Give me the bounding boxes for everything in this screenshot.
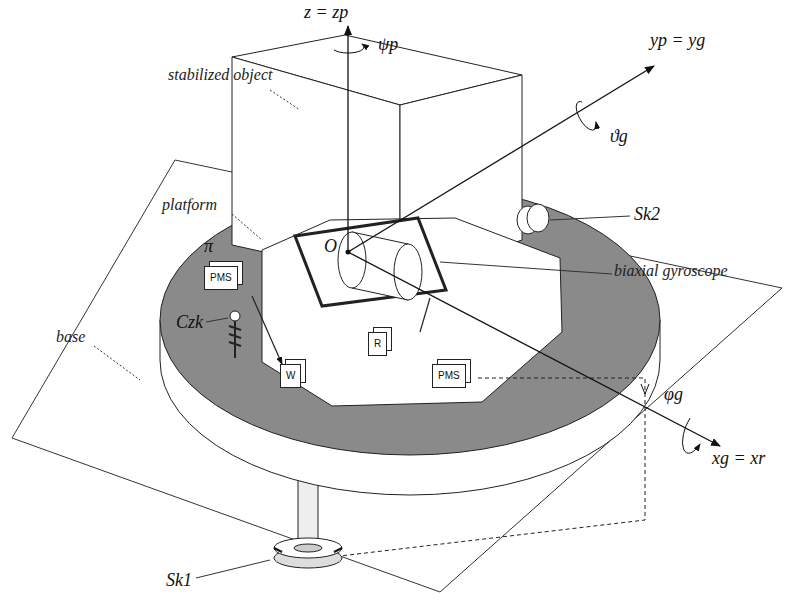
- axis-label: π: [204, 236, 213, 257]
- signal-wire: [252, 296, 282, 364]
- z-axis: [347, 26, 348, 252]
- part-label: stabilized object: [168, 66, 272, 84]
- base-motor: [274, 538, 342, 558]
- axis-label: ψp: [378, 34, 398, 55]
- axis-label: xg = xr: [712, 448, 765, 469]
- x-axis: [348, 252, 720, 446]
- leader-line: [550, 216, 630, 220]
- component-label: R: [369, 333, 386, 355]
- leader-line: [440, 262, 612, 274]
- leader-line: [94, 346, 140, 380]
- origin-point: [346, 250, 351, 255]
- gyro-rotor: [338, 232, 366, 288]
- component-label: PMS: [205, 267, 237, 289]
- leader-line: [206, 318, 228, 322]
- component-box: W: [280, 364, 301, 388]
- rotation-arrow: [334, 44, 364, 53]
- leader-line: [270, 90, 300, 110]
- control-arrow: [641, 384, 649, 394]
- part-label: base: [56, 328, 85, 346]
- spring: [229, 318, 241, 358]
- gyro-motor: [527, 204, 549, 232]
- component-box: R: [368, 332, 387, 356]
- pedestal: [298, 480, 318, 542]
- rotation-mark: [274, 548, 342, 552]
- axis-label: Sk2: [634, 204, 660, 225]
- leader-line: [232, 214, 262, 240]
- gyro-frame: [295, 218, 446, 306]
- component-box: PMS: [204, 266, 238, 290]
- axis-label: yp = yg: [650, 30, 705, 51]
- leader-line: [196, 560, 270, 578]
- axis-label: z = zp: [304, 2, 348, 23]
- control-line: [340, 378, 645, 556]
- rotation-arrow: [576, 102, 596, 131]
- gyro-rotor: [394, 244, 422, 300]
- component-label: W: [281, 365, 300, 387]
- component-box: PMS: [432, 364, 466, 388]
- base-motor: [294, 544, 322, 552]
- axis-label: Czk: [176, 312, 203, 333]
- part-label: biaxial gyroscope: [614, 262, 728, 280]
- component-label: PMS: [433, 365, 465, 387]
- base-plane: [12, 160, 782, 592]
- axis-label: Sk1: [166, 570, 192, 591]
- axis-label: O: [324, 236, 337, 257]
- part-label: platform: [162, 196, 217, 214]
- axis-label: φg: [664, 384, 683, 405]
- spring: [230, 311, 240, 321]
- signal-wire: [420, 298, 430, 332]
- y-axis: [348, 66, 654, 252]
- rotation-arrow: [682, 418, 700, 453]
- axis-label: ϑg: [610, 126, 628, 147]
